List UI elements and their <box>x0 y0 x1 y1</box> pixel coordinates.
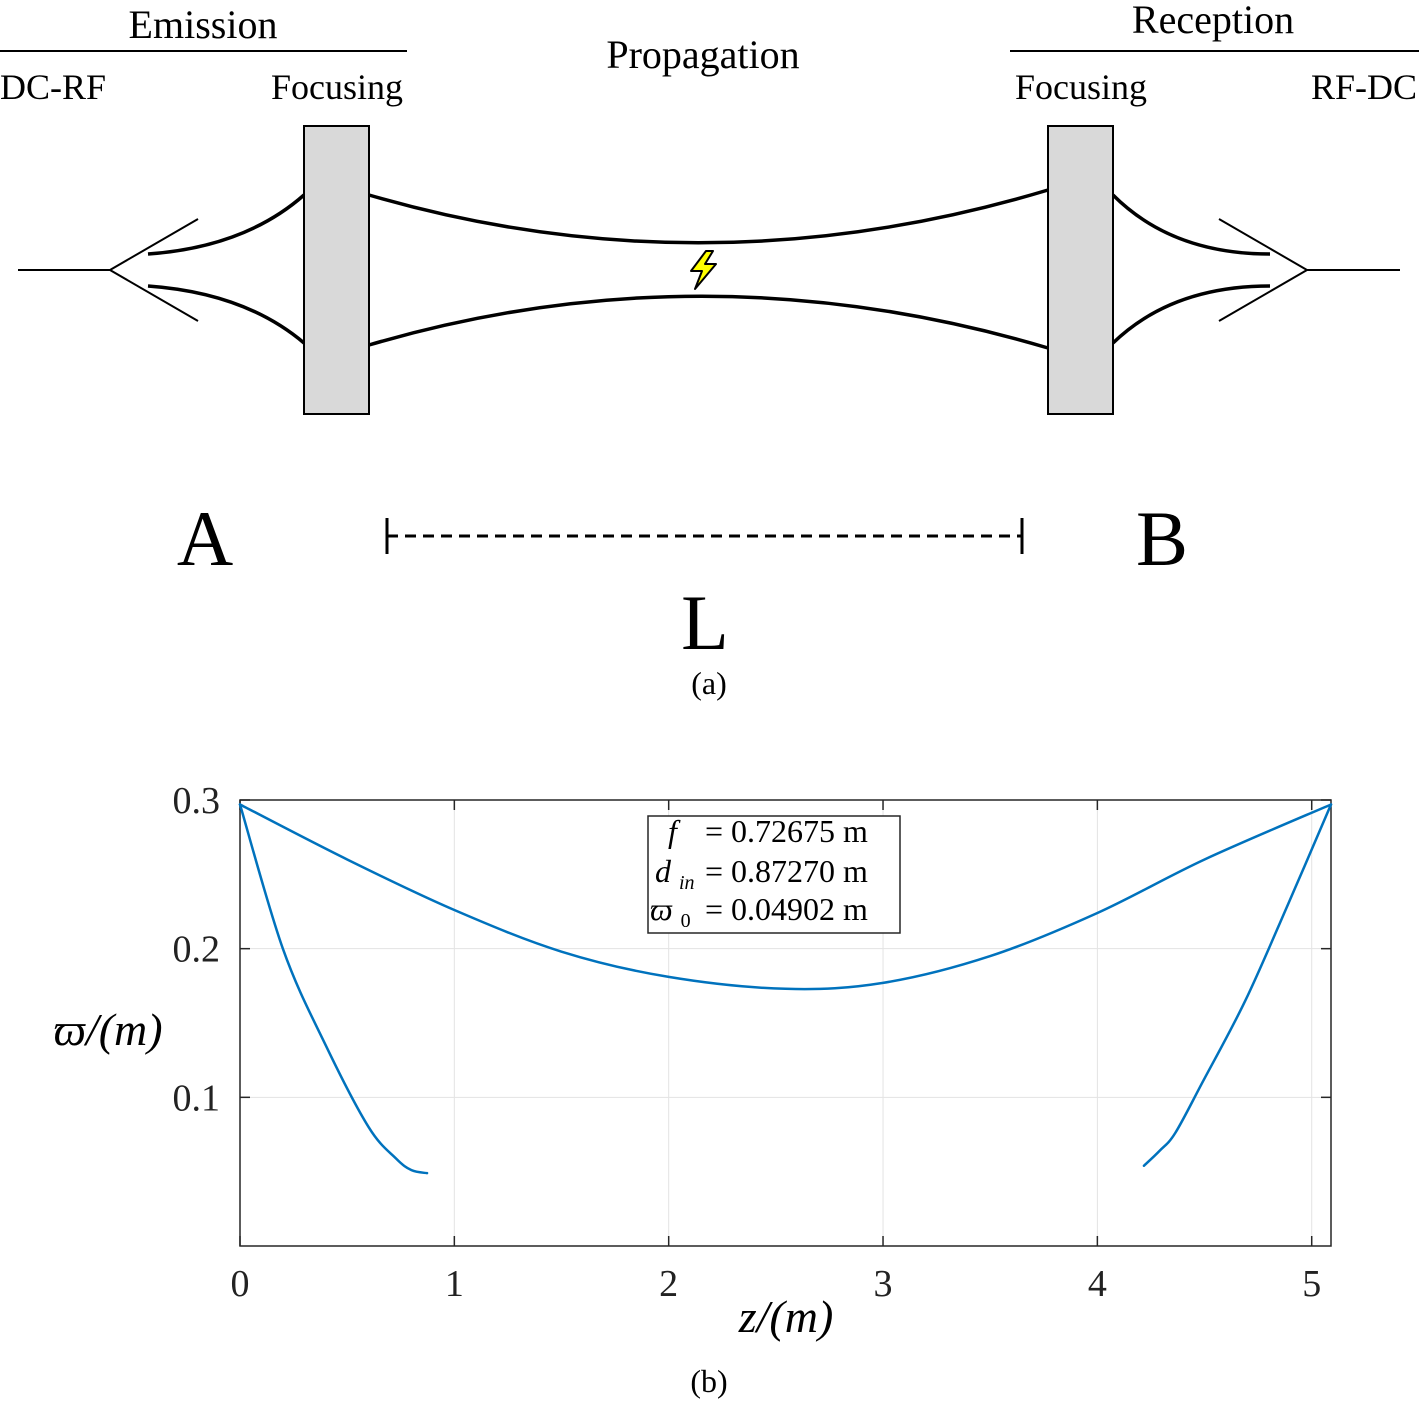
caption-a: (a) <box>691 665 727 701</box>
x-tick-label: 3 <box>874 1263 893 1305</box>
plot-frame <box>239 799 1332 1247</box>
emitter-antenna <box>18 218 199 322</box>
series-line-1 <box>238 803 429 1175</box>
series-line-2 <box>238 803 1333 991</box>
legend-symbol-f: f <box>668 813 681 849</box>
focusing-left-label: Focusing <box>271 67 403 107</box>
legend-subscript-0: 0 <box>681 910 691 932</box>
propagation-label: Propagation <box>606 32 799 77</box>
x-tick-label: 1 <box>445 1263 464 1305</box>
x-tick-label: 0 <box>231 1263 250 1305</box>
legend-symbol-d: d <box>655 853 672 889</box>
beam-width-chart: 0 1 2 3 4 5 0.1 0.2 0.3 z/(m) ϖ/(m) f = 0.72675 … <box>53 780 1333 1342</box>
focusing-lens-left <box>303 125 370 415</box>
legend-box <box>647 815 901 934</box>
legend-row-distance: d in = 0.87270 m <box>655 853 868 896</box>
caption-b-visible: (b) <box>690 1363 727 1399</box>
series-group <box>238 803 1333 1175</box>
legend-value-d: = 0.87270 m <box>705 853 868 889</box>
x-tick-label: 2 <box>659 1263 678 1305</box>
legend-row-waist: ϖ 0 = 0.04902 m <box>650 891 868 934</box>
y-tick-label: 0.1 <box>173 1077 221 1119</box>
distance-label: L <box>681 579 729 666</box>
receiver-antenna <box>1218 218 1400 322</box>
legend-symbol-waist: ϖ <box>650 891 673 927</box>
x-tick-label: 5 <box>1302 1263 1321 1305</box>
legend-subscript-in: in <box>679 872 695 894</box>
system-diagram: Emission DC-RF Focusing Propagation Rece… <box>0 0 1419 701</box>
dc-rf-label: DC-RF <box>0 67 106 107</box>
reception-label: Reception <box>1132 0 1294 42</box>
focusing-lens-right <box>1047 125 1114 415</box>
y-axis-label: ϖ/(m) <box>53 1004 162 1055</box>
point-b-label: B <box>1136 495 1188 582</box>
legend-value-waist: = 0.04902 m <box>705 891 868 927</box>
y-tick-label: 0.3 <box>173 780 221 822</box>
focusing-right-label: Focusing <box>1015 67 1147 107</box>
legend-row-focal-length: f = 0.72675 m <box>668 813 868 849</box>
y-tick-label: 0.2 <box>173 929 221 971</box>
legend: f = 0.72675 m d in = 0.87270 m ϖ 0 = 0.0… <box>647 813 901 934</box>
beam-envelope <box>147 188 1271 350</box>
axis-ticks: 0 1 2 3 4 5 0.1 0.2 0.3 <box>173 780 1331 1305</box>
series-line-3 <box>1142 803 1333 1167</box>
distance-marker <box>385 518 1024 554</box>
point-a-label: A <box>177 495 233 582</box>
lightning-bolt-icon <box>690 250 717 290</box>
x-tick-label: 4 <box>1088 1263 1107 1305</box>
rf-dc-label: RF-DC <box>1311 67 1417 107</box>
emission-label: Emission <box>129 2 278 47</box>
legend-value-f: = 0.72675 m <box>705 813 868 849</box>
x-axis-label: z/(m) <box>738 1291 834 1342</box>
